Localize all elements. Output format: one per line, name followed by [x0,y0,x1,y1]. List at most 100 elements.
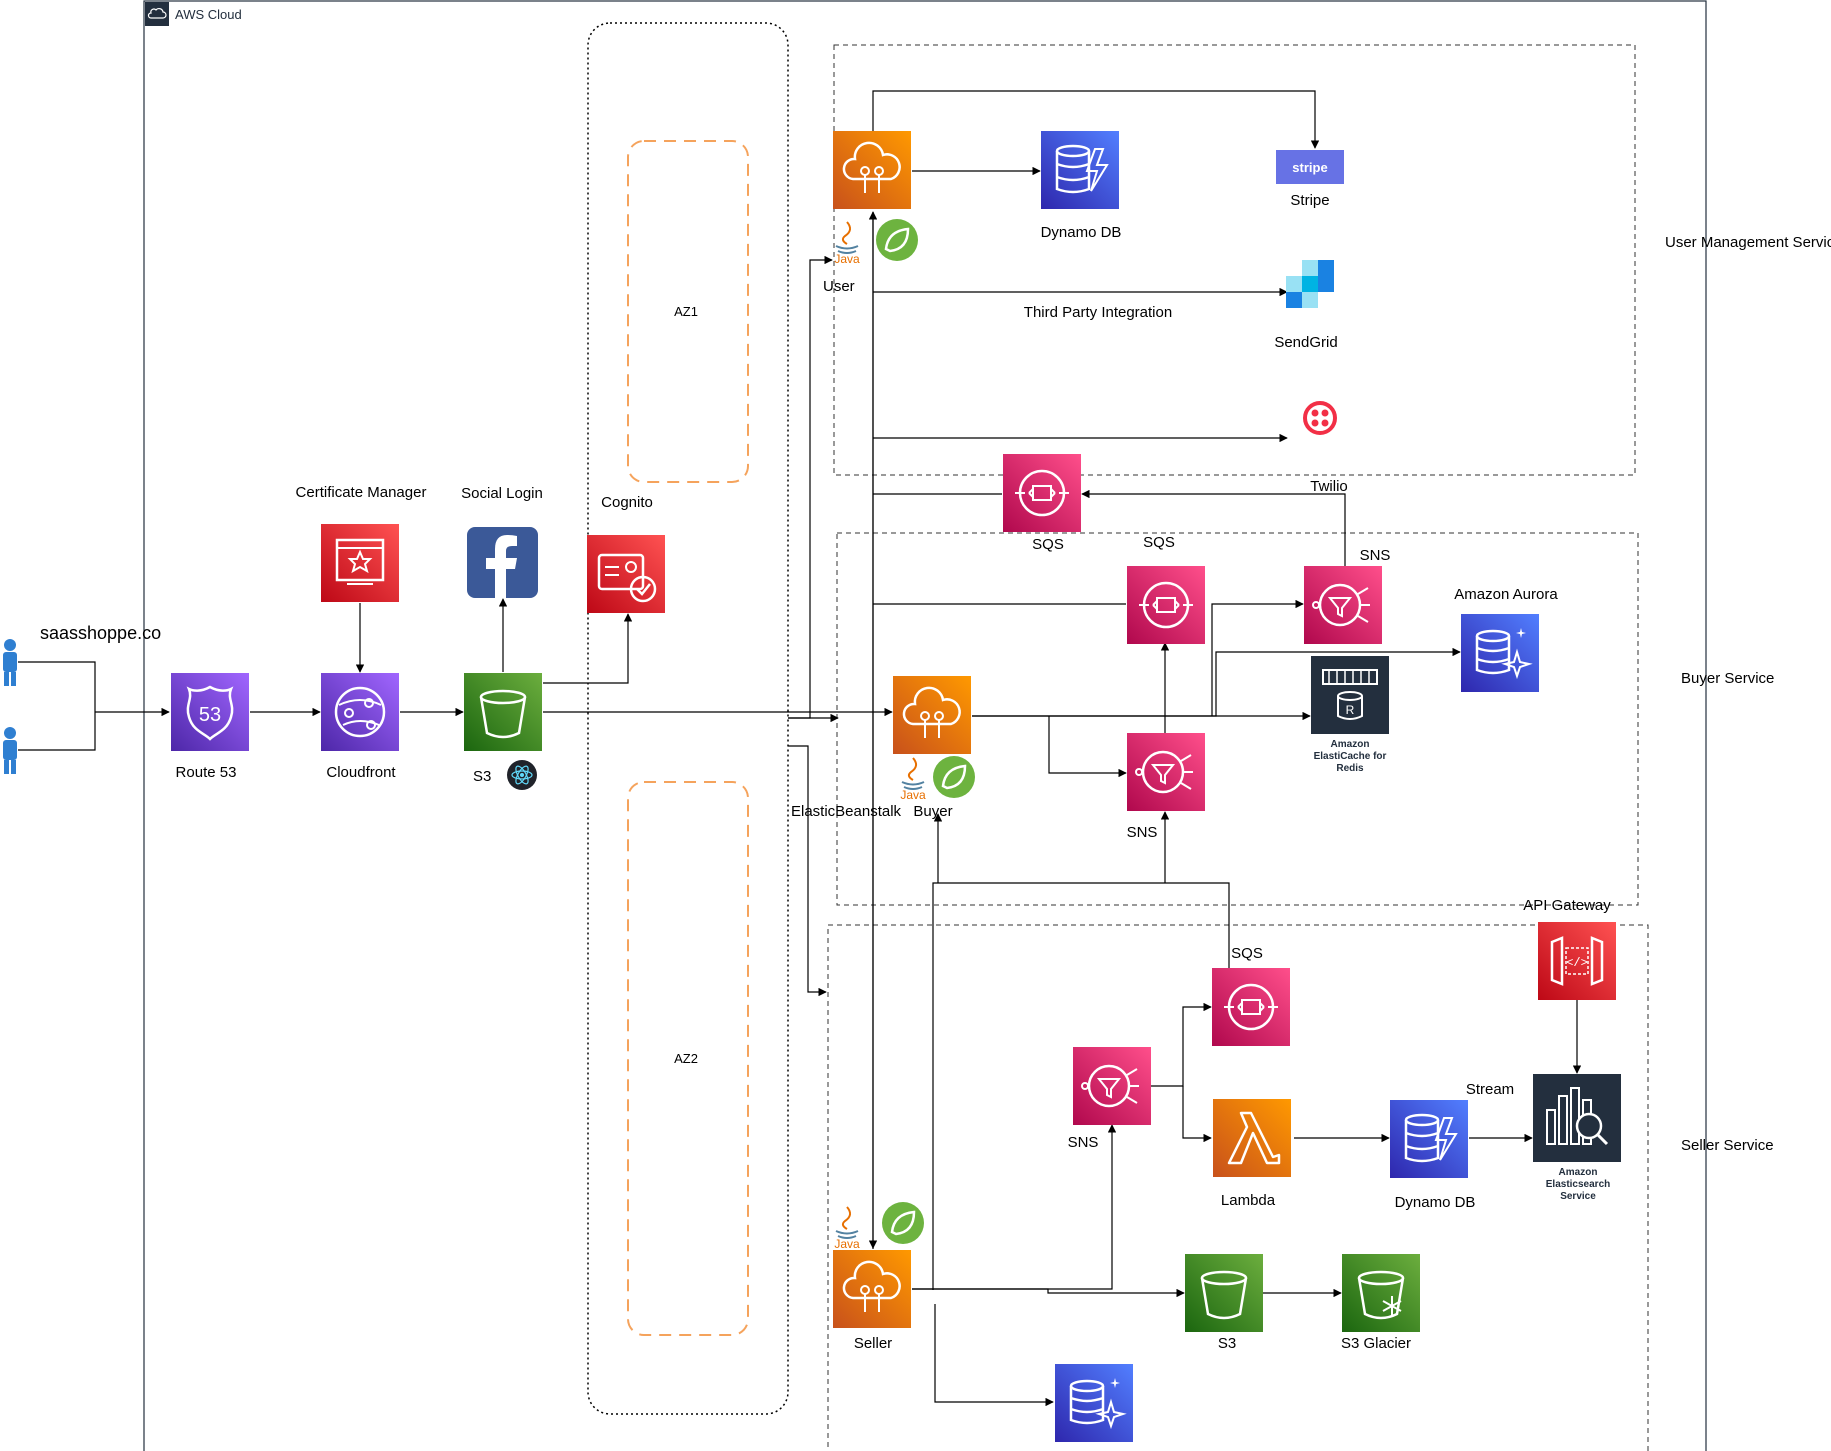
social-login-label: Social Login [461,485,543,502]
sqs-outer-label: SQS [1032,536,1064,553]
conn-seller-aurora [934,1304,1054,1407]
elasticsearch-label: Amazon Elasticsearch Service [1545,1167,1611,1202]
aurora-icon [1461,614,1539,692]
domain-label: saasshoppe.co [40,623,162,643]
svg-text:</>: </> [1566,956,1588,970]
route53-badge: 53 [199,704,221,726]
sendgrid-label: SendGrid [1274,334,1338,351]
java-icon: Java [896,756,930,802]
lambda-icon [1213,1099,1291,1177]
sendgrid-icon [1286,260,1334,308]
java-icon: Java [830,1205,864,1251]
aurora-label: Amazon Aurora [1454,586,1558,603]
az1-label: AZ1 [674,304,698,319]
elasticache-redis-icon: R [1311,656,1389,734]
stream-label: Stream [1465,1081,1515,1098]
seller-sqs-label: SQS [1231,945,1263,962]
conn-user1-route53 [18,661,96,712]
elastic-beanstalk-label: ElasticBeanstalk [791,803,902,820]
seller-aurora-icon [1055,1364,1133,1442]
glacier-label: S3 Glacier [1340,1335,1412,1352]
user-icon [0,726,20,774]
svg-text:Java: Java [834,1237,860,1249]
seller-service-frame [827,924,1649,1451]
spring-icon [882,1202,924,1244]
spring-icon [933,756,975,798]
stripe-logo-text: stripe [1292,159,1328,175]
buyer-sqs-label: SQS [1143,534,1175,551]
az2-frame [627,781,749,1336]
twilio-label: Twilio [1310,478,1348,495]
aws-cloud-frame [143,0,1707,1451]
conn-to-user [788,255,833,719]
buyer-label: Buyer [913,803,953,820]
cognito-icon [587,535,665,613]
user-dynamodb-icon [1041,131,1119,209]
conn-to-seller-frame [788,745,827,997]
seller-sns-icon [1073,1047,1151,1125]
conn-user-stripe [872,90,1320,149]
seller-dynamo-label: Dynamo DB [1394,1194,1476,1211]
user-mgmt-service-label: User Management Service [1665,234,1831,251]
svg-text:Java: Java [834,252,860,264]
conn-seller-s3 [912,1288,1185,1298]
conn-buyer-aurora [972,647,1461,717]
az2-label: AZ2 [674,1051,698,1066]
cert-manager-label: Certificate Manager [295,484,427,501]
svg-text:Java: Java [900,788,926,800]
facebook-icon [467,527,538,598]
certificate-manager-icon [321,524,399,602]
buyer-sns-bottom-label: SNS [1126,824,1158,841]
elasticache-label: Amazon ElastiCache for Redis [1313,739,1387,774]
sqs-outer-icon [1003,454,1081,532]
route53-icon: 53 [171,673,249,751]
conn-buyer-sns-bottom [1048,716,1127,778]
buyer-beanstalk-icon [893,676,971,754]
cognito-label: Cognito [601,494,653,511]
third-party-label: Third Party Integration [1023,304,1173,321]
az1-frame [627,140,749,483]
s3-label: S3 [473,768,492,785]
conn-buyer-sns-top [1211,599,1304,716]
user-icon [0,638,20,686]
buyer-service-label: Buyer Service [1681,670,1775,687]
buyer-sns-bottom-icon [1127,733,1205,811]
aws-cloud-header: AWS Cloud [145,2,242,26]
conn-sns-sqs-seller [1151,1002,1212,1087]
spring-icon [876,219,918,261]
aws-cloud-icon [145,2,169,26]
aws-cloud-label: AWS Cloud [175,6,242,22]
seller-sqs-icon [1212,968,1290,1046]
conn-seller-buyer [932,882,1230,1290]
seller-beanstalk-icon [833,1250,911,1328]
seller-dynamodb-icon [1390,1100,1468,1178]
stripe-icon: stripe [1276,150,1344,184]
api-gateway-label: API Gateway [1523,897,1611,914]
vpc-frame [587,22,789,1415]
user-label: User [823,278,855,295]
buyer-sqs-icon [1127,566,1205,644]
elasticsearch-icon [1533,1074,1621,1162]
s3-bucket-icon [464,673,542,751]
user-beanstalk-icon [833,131,911,209]
seller-s3-icon [1185,1254,1263,1332]
java-icon: Java [830,220,864,266]
s3-glacier-icon [1342,1254,1420,1332]
buyer-sns-top-label: SNS [1359,547,1391,564]
conn-sns-sqs-outer [1081,489,1346,566]
user-dynamo-label: Dynamo DB [1040,224,1122,241]
buyer-sns-top-icon [1304,566,1382,644]
lambda-label: Lambda [1220,1192,1276,1209]
route53-label: Route 53 [175,764,237,781]
user-service-frame [833,44,1636,476]
api-gateway-icon: </> [1538,922,1616,1000]
stripe-label: Stripe [1290,192,1330,209]
seller-sns-label: SNS [1067,1134,1099,1151]
conn-s3-cognito [543,613,633,684]
seller-service-label: Seller Service [1681,1137,1774,1154]
conn-user2-route53 [18,712,96,751]
seller-label: Seller [853,1335,893,1352]
cloudfront-label: Cloudfront [326,764,396,781]
